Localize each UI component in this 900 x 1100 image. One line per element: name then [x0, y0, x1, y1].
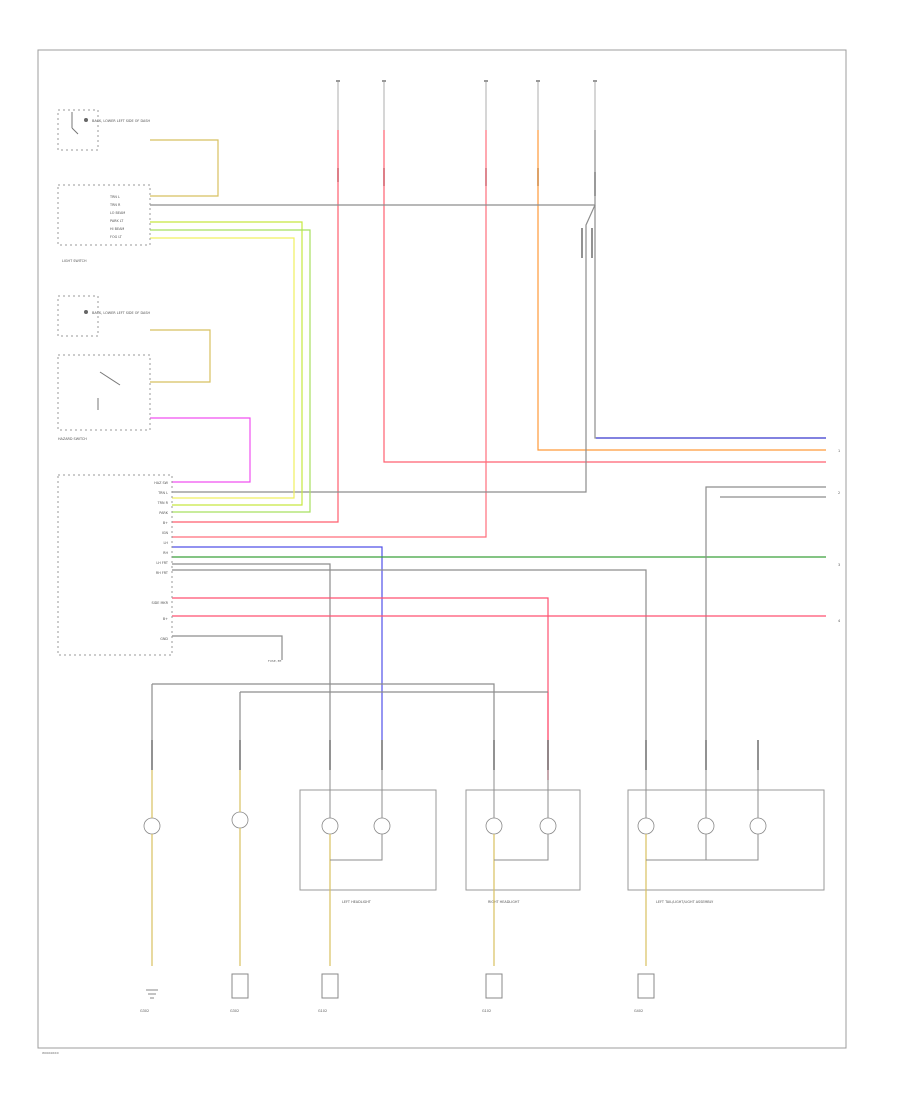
- top-ground-switch: BACK, LOWER LEFT SIDE OF DASH: [57, 109, 150, 151]
- light-switch-label: LIGHT SWITCH: [62, 259, 87, 263]
- hazard-switch-label: HAZARD SWITCH: [58, 437, 87, 441]
- back-lower-left-label-b: BACK, LOWER LEFT SIDE OF DASH: [92, 311, 150, 315]
- sheet-references: 1 2 3 4: [838, 449, 840, 623]
- footer-code: W0049XXX: [42, 1051, 59, 1055]
- svg-text:FOG LT: FOG LT: [110, 235, 123, 239]
- svg-text:HAZ SW: HAZ SW: [154, 481, 168, 485]
- wires: [150, 130, 826, 780]
- svg-text:TRN L: TRN L: [109, 195, 120, 199]
- svg-text:LH: LH: [164, 541, 169, 545]
- sheet-ref-3: 3: [838, 563, 840, 567]
- svg-text:SIDE MKR: SIDE MKR: [152, 601, 169, 605]
- right-headlight-label: RIGHT HEADLIGHT: [488, 900, 520, 904]
- ground-label-4: G102: [482, 1009, 491, 1013]
- svg-text:GND: GND: [160, 637, 168, 641]
- tail-assembly-label: LEFT TAIL/LIGHT/LIGHT ASSEMBLY: [656, 900, 714, 904]
- svg-text:LO BEAM: LO BEAM: [110, 211, 125, 215]
- hazard-switch-module: BACK, LOWER LEFT SIDE OF DASH HAZARD SWI…: [57, 295, 151, 441]
- svg-text:TRN R: TRN R: [109, 203, 121, 207]
- light-switch-module: TRN L TRN R LO BEAM PARK LT HI BEAM FOG …: [57, 184, 151, 263]
- ground-label-1: G302: [140, 1009, 149, 1013]
- ground-label-3: G102: [318, 1009, 327, 1013]
- svg-text:IGN: IGN: [162, 531, 169, 535]
- svg-text:PARK LT: PARK LT: [110, 219, 124, 223]
- turn-signal-module: HAZ SW TRN L TRN R PARK B+ IGN LH RH LH …: [57, 474, 173, 656]
- svg-text:PARK: PARK: [159, 511, 169, 515]
- sheet-ref-4: 4: [838, 619, 840, 623]
- svg-text:TRN R: TRN R: [157, 501, 169, 505]
- lamp-assemblies: LEFT HEADLIGHT RIGHT HEADLIGHT LEFT TAIL…: [143, 740, 825, 966]
- diagram-border: [37, 49, 847, 1049]
- svg-text:HI BEAM: HI BEAM: [110, 227, 124, 231]
- grounds: G302 G302 G102 G102 G402: [140, 973, 655, 1013]
- fuse-feeds: [336, 80, 597, 258]
- sheet-ref-1: 1: [838, 449, 840, 453]
- back-lower-left-label-a: BACK, LOWER LEFT SIDE OF DASH: [92, 119, 150, 123]
- svg-text:TRN L: TRN L: [157, 491, 168, 495]
- svg-text:B+: B+: [163, 521, 168, 525]
- sheet-ref-2: 2: [838, 491, 840, 495]
- svg-text:LH FRT: LH FRT: [156, 561, 169, 565]
- ground-label-2: G302: [230, 1009, 239, 1013]
- ground-label-5: G402: [634, 1009, 643, 1013]
- fuse-note: FUSE, EE: [268, 659, 282, 663]
- svg-text:RH: RH: [163, 551, 168, 555]
- svg-text:B+: B+: [163, 617, 168, 621]
- svg-text:RH FRT: RH FRT: [156, 571, 169, 575]
- left-headlight-label: LEFT HEADLIGHT: [342, 900, 372, 904]
